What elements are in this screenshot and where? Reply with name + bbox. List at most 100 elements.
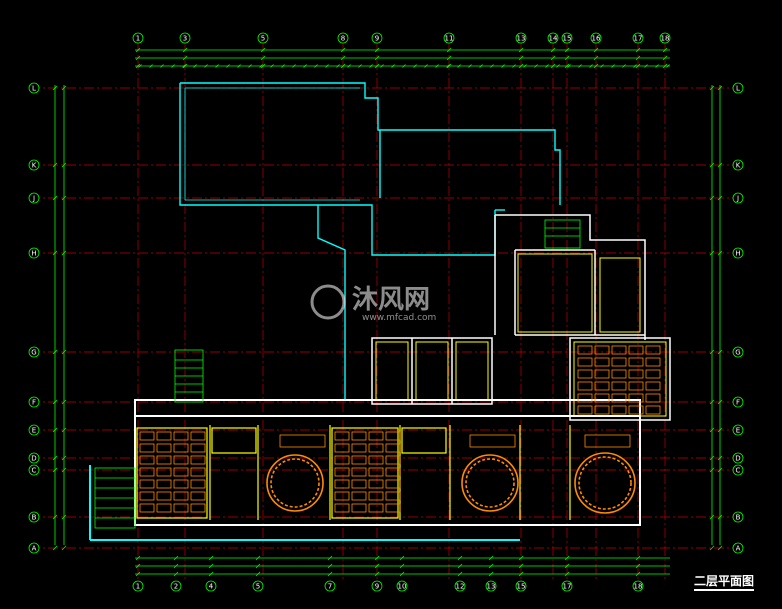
axis-bubble-left: A <box>28 542 40 554</box>
axis-bubble-right: A <box>732 542 744 554</box>
dimension-tick <box>135 55 141 61</box>
dimension-tick <box>193 64 197 68</box>
axis-bubble-circle <box>659 32 671 44</box>
desk <box>385 443 401 453</box>
dimension-tick <box>374 55 380 61</box>
axis-bubble-circle <box>28 346 40 358</box>
desk <box>628 393 644 403</box>
axis-bubble-bottom: 5 <box>252 580 264 592</box>
desk <box>611 405 627 415</box>
dimension-tick <box>270 64 274 68</box>
axis-bubble-label: 17 <box>563 583 572 591</box>
desk <box>385 455 401 465</box>
dimension-tick <box>717 85 723 91</box>
desk <box>368 443 384 453</box>
dimension-tick <box>61 162 67 168</box>
desk <box>594 405 610 415</box>
dimension-tick <box>518 63 524 69</box>
axis-bubble-label: J <box>736 195 739 203</box>
axis-bubble-circle <box>590 32 602 44</box>
dimension-tick <box>402 64 406 68</box>
dimension-tick <box>611 64 615 68</box>
dimension-tick <box>61 85 67 91</box>
desk <box>173 479 189 489</box>
dimension-tick <box>52 162 58 168</box>
desk <box>156 431 172 441</box>
desk <box>139 455 155 465</box>
axis-bubble-circle <box>205 580 217 592</box>
desk <box>334 491 350 501</box>
dimension-tick <box>260 47 266 53</box>
axis-bubble-top: 13 <box>515 32 527 44</box>
axis-bubble-top: 14 <box>547 32 559 44</box>
axis-bubble-circle <box>132 580 144 592</box>
dimension-tick <box>717 427 723 433</box>
dimension-tick <box>281 64 285 68</box>
dimension-tick <box>61 545 67 551</box>
axis-bubble-label: L <box>32 85 36 93</box>
dimension-tick <box>564 63 570 69</box>
axis-bubble-bottom: 9 <box>371 580 383 592</box>
dimension-tick <box>600 64 604 68</box>
dimension-tick <box>399 555 405 561</box>
dimension-tick <box>635 47 641 53</box>
axis-bubble-circle <box>257 32 269 44</box>
dimension-tick <box>550 47 556 53</box>
axis-bubble-circle <box>28 82 40 94</box>
axis-bubble-bottom: 7 <box>324 580 336 592</box>
dimension-tick <box>633 64 637 68</box>
watermark-logo-icon <box>310 284 346 320</box>
desk <box>139 491 155 501</box>
dimension-tick <box>644 64 648 68</box>
dimension-tick <box>564 47 570 53</box>
dimension-tick <box>358 64 362 68</box>
dimension-tick <box>635 55 641 61</box>
dimension-tick <box>435 64 439 68</box>
desk <box>594 381 610 391</box>
axis-bubble-bottom: 4 <box>205 580 217 592</box>
watermark: 沐风网 www.mfcad.com <box>310 284 436 323</box>
desk <box>173 503 189 513</box>
dimension-tick <box>340 63 346 69</box>
axis-bubble-left: G <box>28 346 40 358</box>
dimension-tick <box>709 545 715 551</box>
desk <box>628 369 644 379</box>
dimension-tick <box>550 55 556 61</box>
dimension-tick <box>52 455 58 461</box>
axis-bubble-label: 18 <box>661 35 670 43</box>
dimension-tick <box>182 63 188 69</box>
axis-bubble-label: 3 <box>183 35 187 43</box>
dimension-tick <box>52 349 58 355</box>
dimension-tick <box>578 64 582 68</box>
desk <box>368 479 384 489</box>
axis-bubble-left: J <box>28 192 40 204</box>
axis-bubble-label: 7 <box>328 583 332 591</box>
desk <box>190 467 206 477</box>
dimension-tick <box>662 55 668 61</box>
axis-bubble-bottom: 1 <box>132 580 144 592</box>
axis-bubble-circle <box>371 32 383 44</box>
dimension-tick <box>709 250 715 256</box>
desk <box>645 369 661 379</box>
axis-bubble-label: D <box>31 455 36 463</box>
desk <box>611 345 627 355</box>
axis-bubble-label: 2 <box>174 583 178 591</box>
axis-bubble-left: D <box>28 452 40 464</box>
desk <box>645 393 661 403</box>
desk <box>190 479 206 489</box>
axis-bubble-left: H <box>28 247 40 259</box>
axis-bubble-top: 15 <box>561 32 573 44</box>
dimension-tick <box>260 63 266 69</box>
dimension-tick <box>593 55 599 61</box>
desk <box>173 443 189 453</box>
desk <box>351 491 367 501</box>
dimension-tick <box>248 64 252 68</box>
desk <box>156 479 172 489</box>
dimension-tick <box>709 195 715 201</box>
dimension-tick <box>717 250 723 256</box>
dimension-tick <box>255 571 261 577</box>
dimension-tick <box>204 64 208 68</box>
desk <box>577 405 593 415</box>
dimension-tick <box>259 64 263 68</box>
